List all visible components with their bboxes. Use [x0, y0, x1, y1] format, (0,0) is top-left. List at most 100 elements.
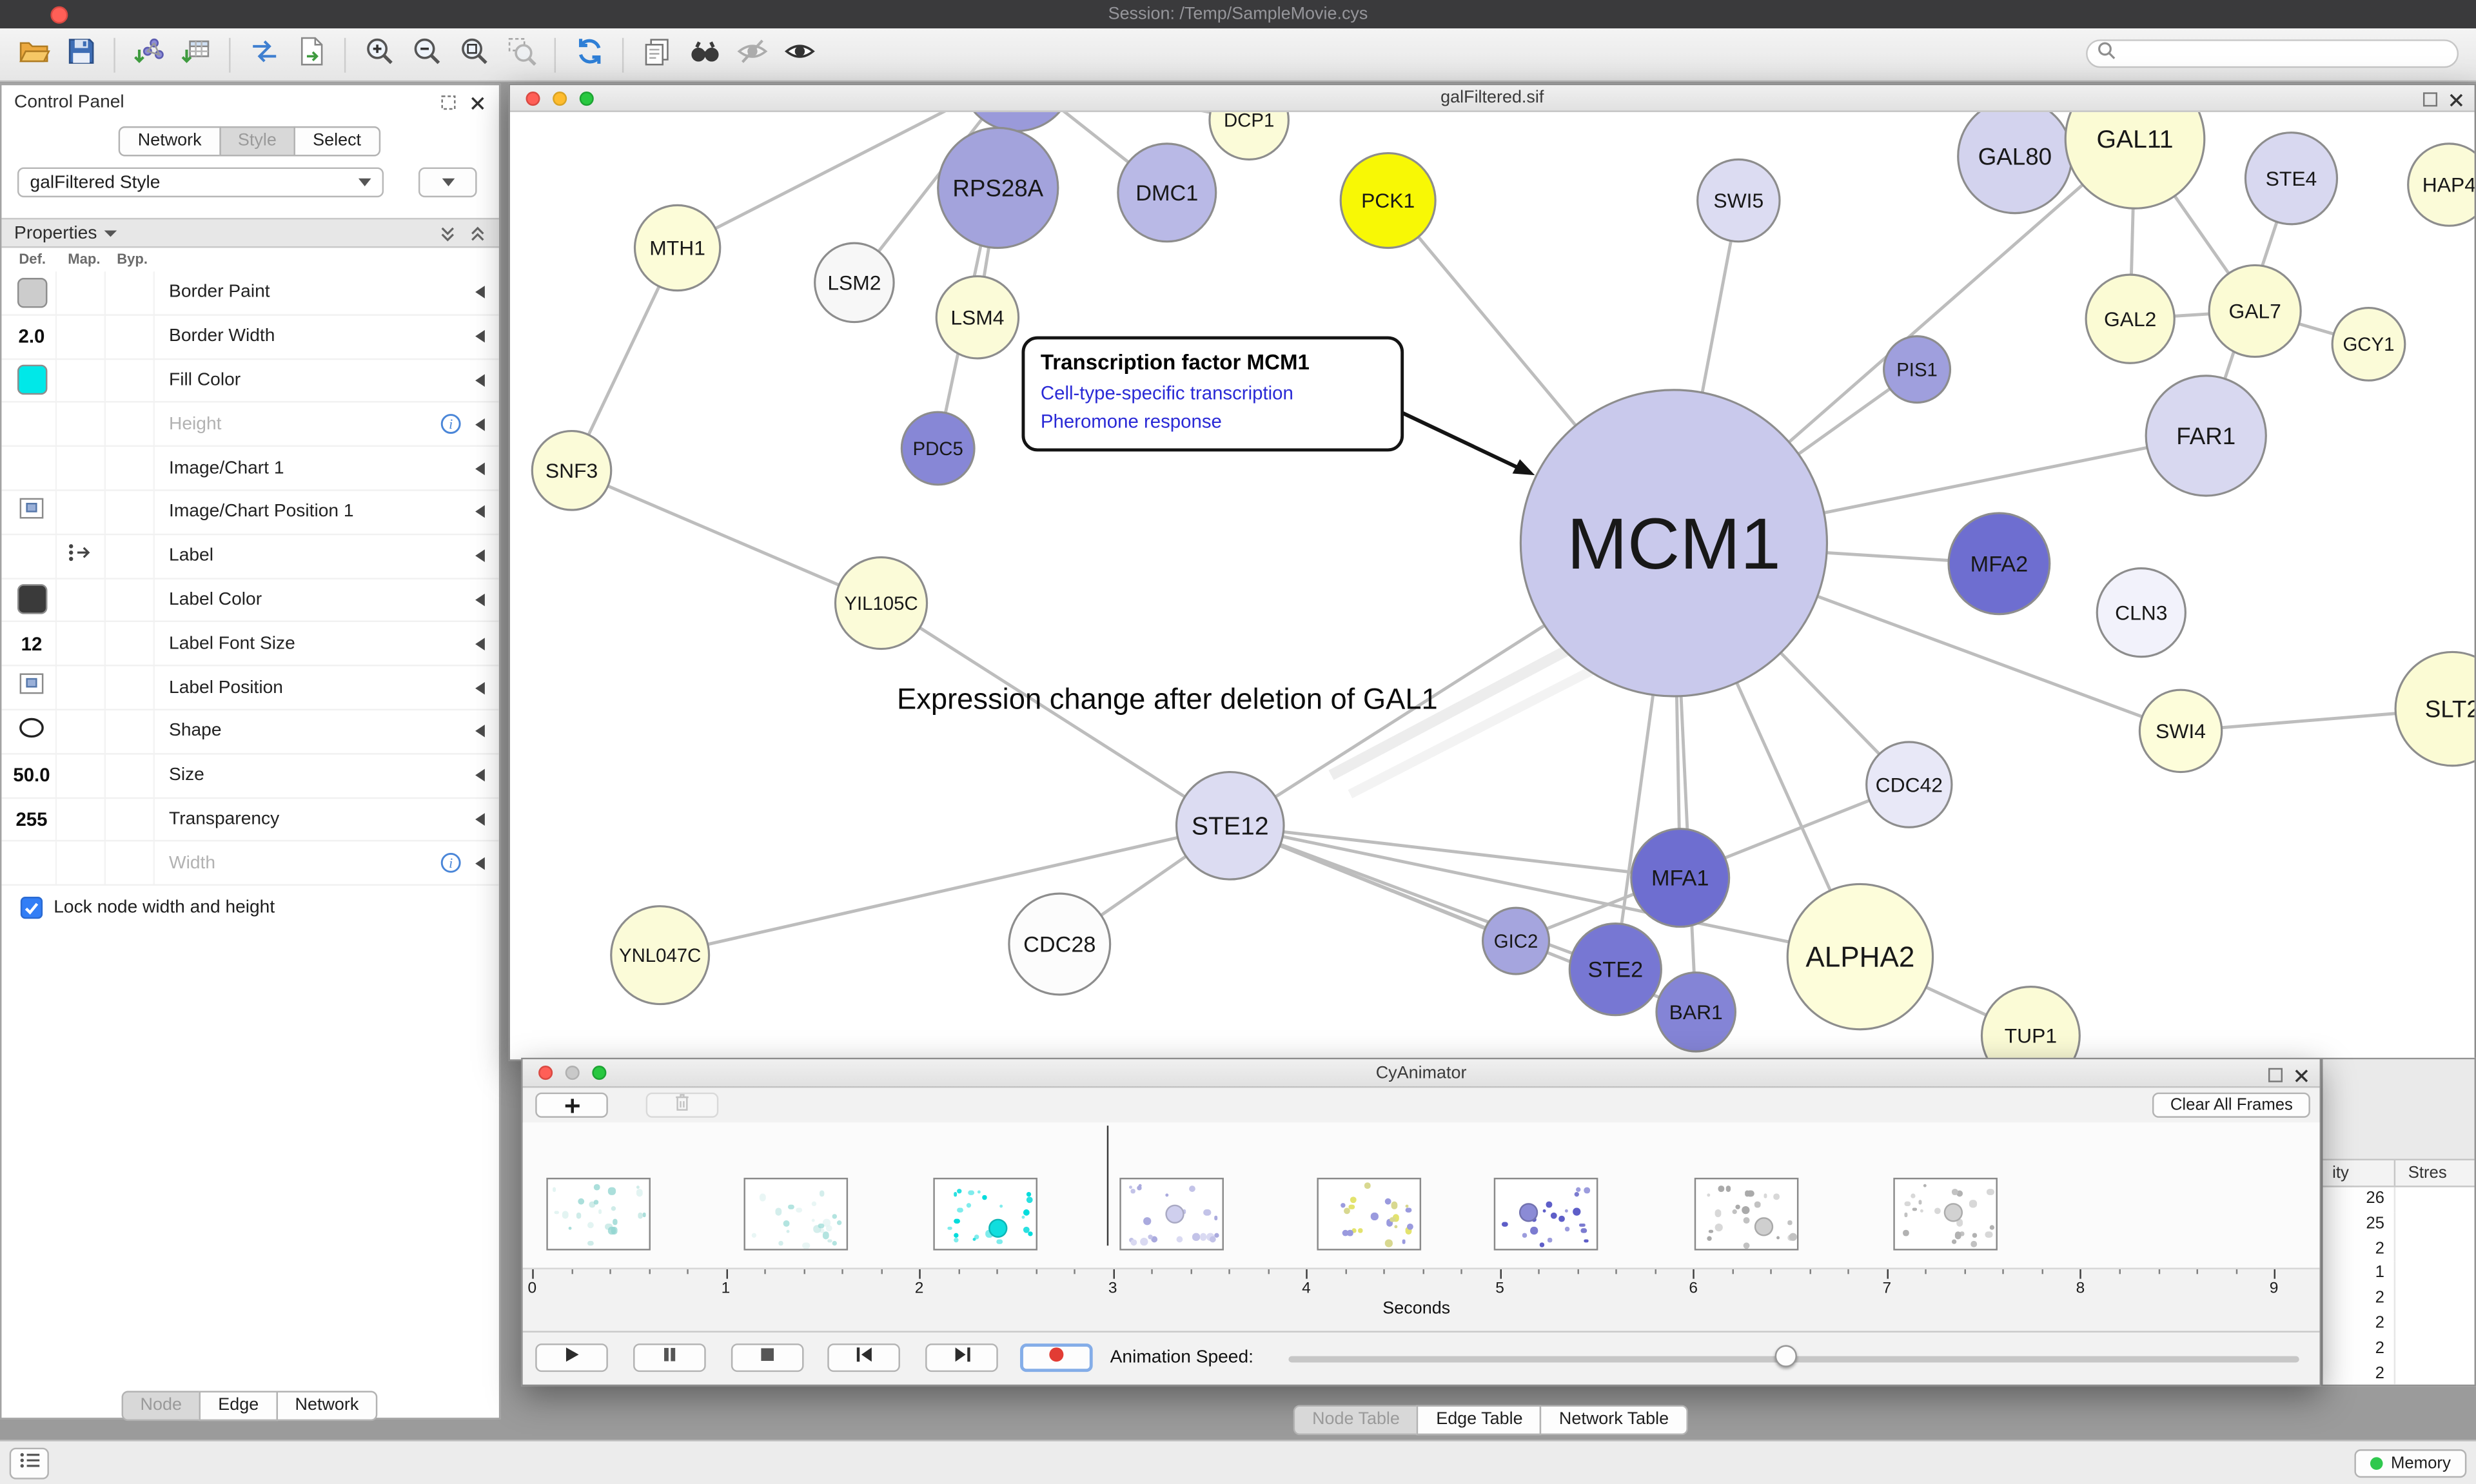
bypass-cell[interactable]: [106, 666, 155, 709]
frame-thumbnail-7[interactable]: [1694, 1177, 1799, 1251]
network-node-PCK1[interactable]: [1339, 151, 1437, 249]
float-window-icon[interactable]: [2266, 1066, 2284, 1084]
expand-all-icon[interactable]: [469, 224, 486, 248]
frame-thumbnail-6[interactable]: [1493, 1177, 1598, 1251]
bypass-cell[interactable]: [106, 315, 155, 358]
mapping-cell[interactable]: [57, 710, 106, 753]
control-tab-network[interactable]: Network: [119, 126, 221, 157]
apply-layout-button[interactable]: [565, 32, 613, 77]
open-session-button[interactable]: [10, 32, 57, 77]
table-row[interactable]: 1: [2323, 1262, 2474, 1287]
close-window-icon[interactable]: [2446, 90, 2464, 109]
default-value-cell[interactable]: [8, 271, 57, 314]
delete-frame-button[interactable]: [645, 1092, 719, 1118]
network-node-GIC2[interactable]: [1482, 906, 1551, 975]
network-node-MFA2[interactable]: [1947, 512, 2051, 616]
style-options-button[interactable]: [418, 167, 477, 198]
import-network-button[interactable]: [124, 32, 172, 77]
mapping-cell[interactable]: [57, 754, 106, 797]
annotation-link[interactable]: Pheromone response: [1040, 410, 1222, 433]
expand-row-icon[interactable]: [475, 330, 485, 343]
network-node-PDC5[interactable]: [900, 411, 976, 486]
bypass-cell[interactable]: [106, 271, 155, 314]
property-row-label-position[interactable]: Label Position: [1, 666, 499, 710]
minimize-traffic-light[interactable]: [553, 90, 567, 105]
network-node-SWI5[interactable]: [1696, 158, 1781, 243]
zoom-out-button[interactable]: [402, 32, 449, 77]
expand-row-icon[interactable]: [475, 857, 485, 870]
network-edge-YNL047C-STE12[interactable]: [660, 824, 1231, 957]
float-window-icon[interactable]: [2421, 90, 2439, 109]
network-node-DMC1[interactable]: [1117, 142, 1217, 243]
record-button[interactable]: [1020, 1343, 1093, 1372]
bypass-cell[interactable]: [106, 447, 155, 490]
default-value-cell[interactable]: [8, 666, 57, 709]
frame-thumbnail-8[interactable]: [1893, 1177, 1998, 1251]
mapping-cell[interactable]: [57, 359, 106, 402]
network-annotation-box[interactable]: Transcription factor MCM1 Cell-type-spec…: [1021, 336, 1404, 452]
table-row[interactable]: 2: [2323, 1362, 2474, 1385]
network-node-MTH1[interactable]: [633, 204, 722, 292]
expand-row-icon[interactable]: [475, 681, 485, 694]
bypass-cell[interactable]: [106, 798, 155, 841]
network-node-GCY1[interactable]: [2331, 306, 2406, 382]
default-value-cell[interactable]: [8, 842, 57, 884]
table-row[interactable]: 25: [2323, 1212, 2474, 1238]
default-value-cell[interactable]: 255: [8, 798, 57, 841]
bypass-cell[interactable]: [106, 359, 155, 402]
network-node-YIL105C[interactable]: [834, 556, 928, 650]
search-input[interactable]: [2122, 44, 2435, 63]
network-node-LSM4[interactable]: [935, 275, 1020, 360]
mapping-cell[interactable]: [57, 842, 106, 884]
expand-row-icon[interactable]: [475, 286, 485, 299]
network-edge-RPSTOP-MTH1[interactable]: [676, 112, 1017, 249]
bypass-cell[interactable]: [106, 754, 155, 797]
import-table-button[interactable]: [172, 32, 219, 77]
collapse-all-icon[interactable]: [439, 224, 457, 248]
expand-row-icon[interactable]: [475, 769, 485, 782]
default-value-cell[interactable]: [8, 447, 57, 490]
expand-row-icon[interactable]: [475, 725, 485, 738]
table-row[interactable]: 2: [2323, 1336, 2474, 1362]
mapping-cell[interactable]: [57, 578, 106, 621]
expand-row-icon[interactable]: [475, 549, 485, 563]
mapping-cell[interactable]: [57, 271, 106, 314]
default-value-cell[interactable]: 12: [8, 622, 57, 665]
network-node-ALPHA2[interactable]: [1786, 883, 1934, 1031]
expand-row-icon[interactable]: [475, 462, 485, 475]
zoom-selected-button[interactable]: [497, 32, 544, 77]
network-node-STE4[interactable]: [2244, 132, 2339, 226]
zoom-in-button[interactable]: [355, 32, 402, 77]
property-row-label[interactable]: Label: [1, 534, 499, 579]
bypass-cell[interactable]: [106, 622, 155, 665]
hide-selected-button[interactable]: [728, 32, 775, 77]
zoom-traffic-light[interactable]: [579, 90, 594, 105]
network-node-HAP4[interactable]: [2407, 142, 2475, 227]
network-node-MFA1[interactable]: [1630, 828, 1731, 928]
bypass-cell[interactable]: [106, 578, 155, 621]
go-to-end-button[interactable]: [925, 1343, 998, 1372]
table-tab-node-table[interactable]: Node Table: [1293, 1405, 1419, 1436]
mapping-cell[interactable]: [57, 798, 106, 841]
snapshot-button[interactable]: [633, 32, 680, 77]
expand-row-icon[interactable]: [475, 418, 485, 431]
expand-row-icon[interactable]: [475, 505, 485, 519]
property-row-fill-color[interactable]: Fill Color: [1, 359, 499, 404]
zoom-fit-button[interactable]: [450, 32, 497, 77]
bypass-cell[interactable]: [106, 403, 155, 446]
zoom-traffic-light[interactable]: [592, 1066, 607, 1080]
default-value-cell[interactable]: [8, 710, 57, 753]
network-node-GAL11[interactable]: [2064, 112, 2206, 210]
table-row[interactable]: 2: [2323, 1312, 2474, 1337]
table-tab-edge-table[interactable]: Edge Table: [1417, 1405, 1542, 1436]
add-frame-button[interactable]: [535, 1092, 608, 1118]
memory-button[interactable]: Memory: [2354, 1449, 2467, 1478]
close-window-icon[interactable]: [2291, 1066, 2310, 1084]
network-node-MCM1[interactable]: [1519, 389, 1829, 698]
table-column-header[interactable]: ity: [2323, 1160, 2396, 1186]
